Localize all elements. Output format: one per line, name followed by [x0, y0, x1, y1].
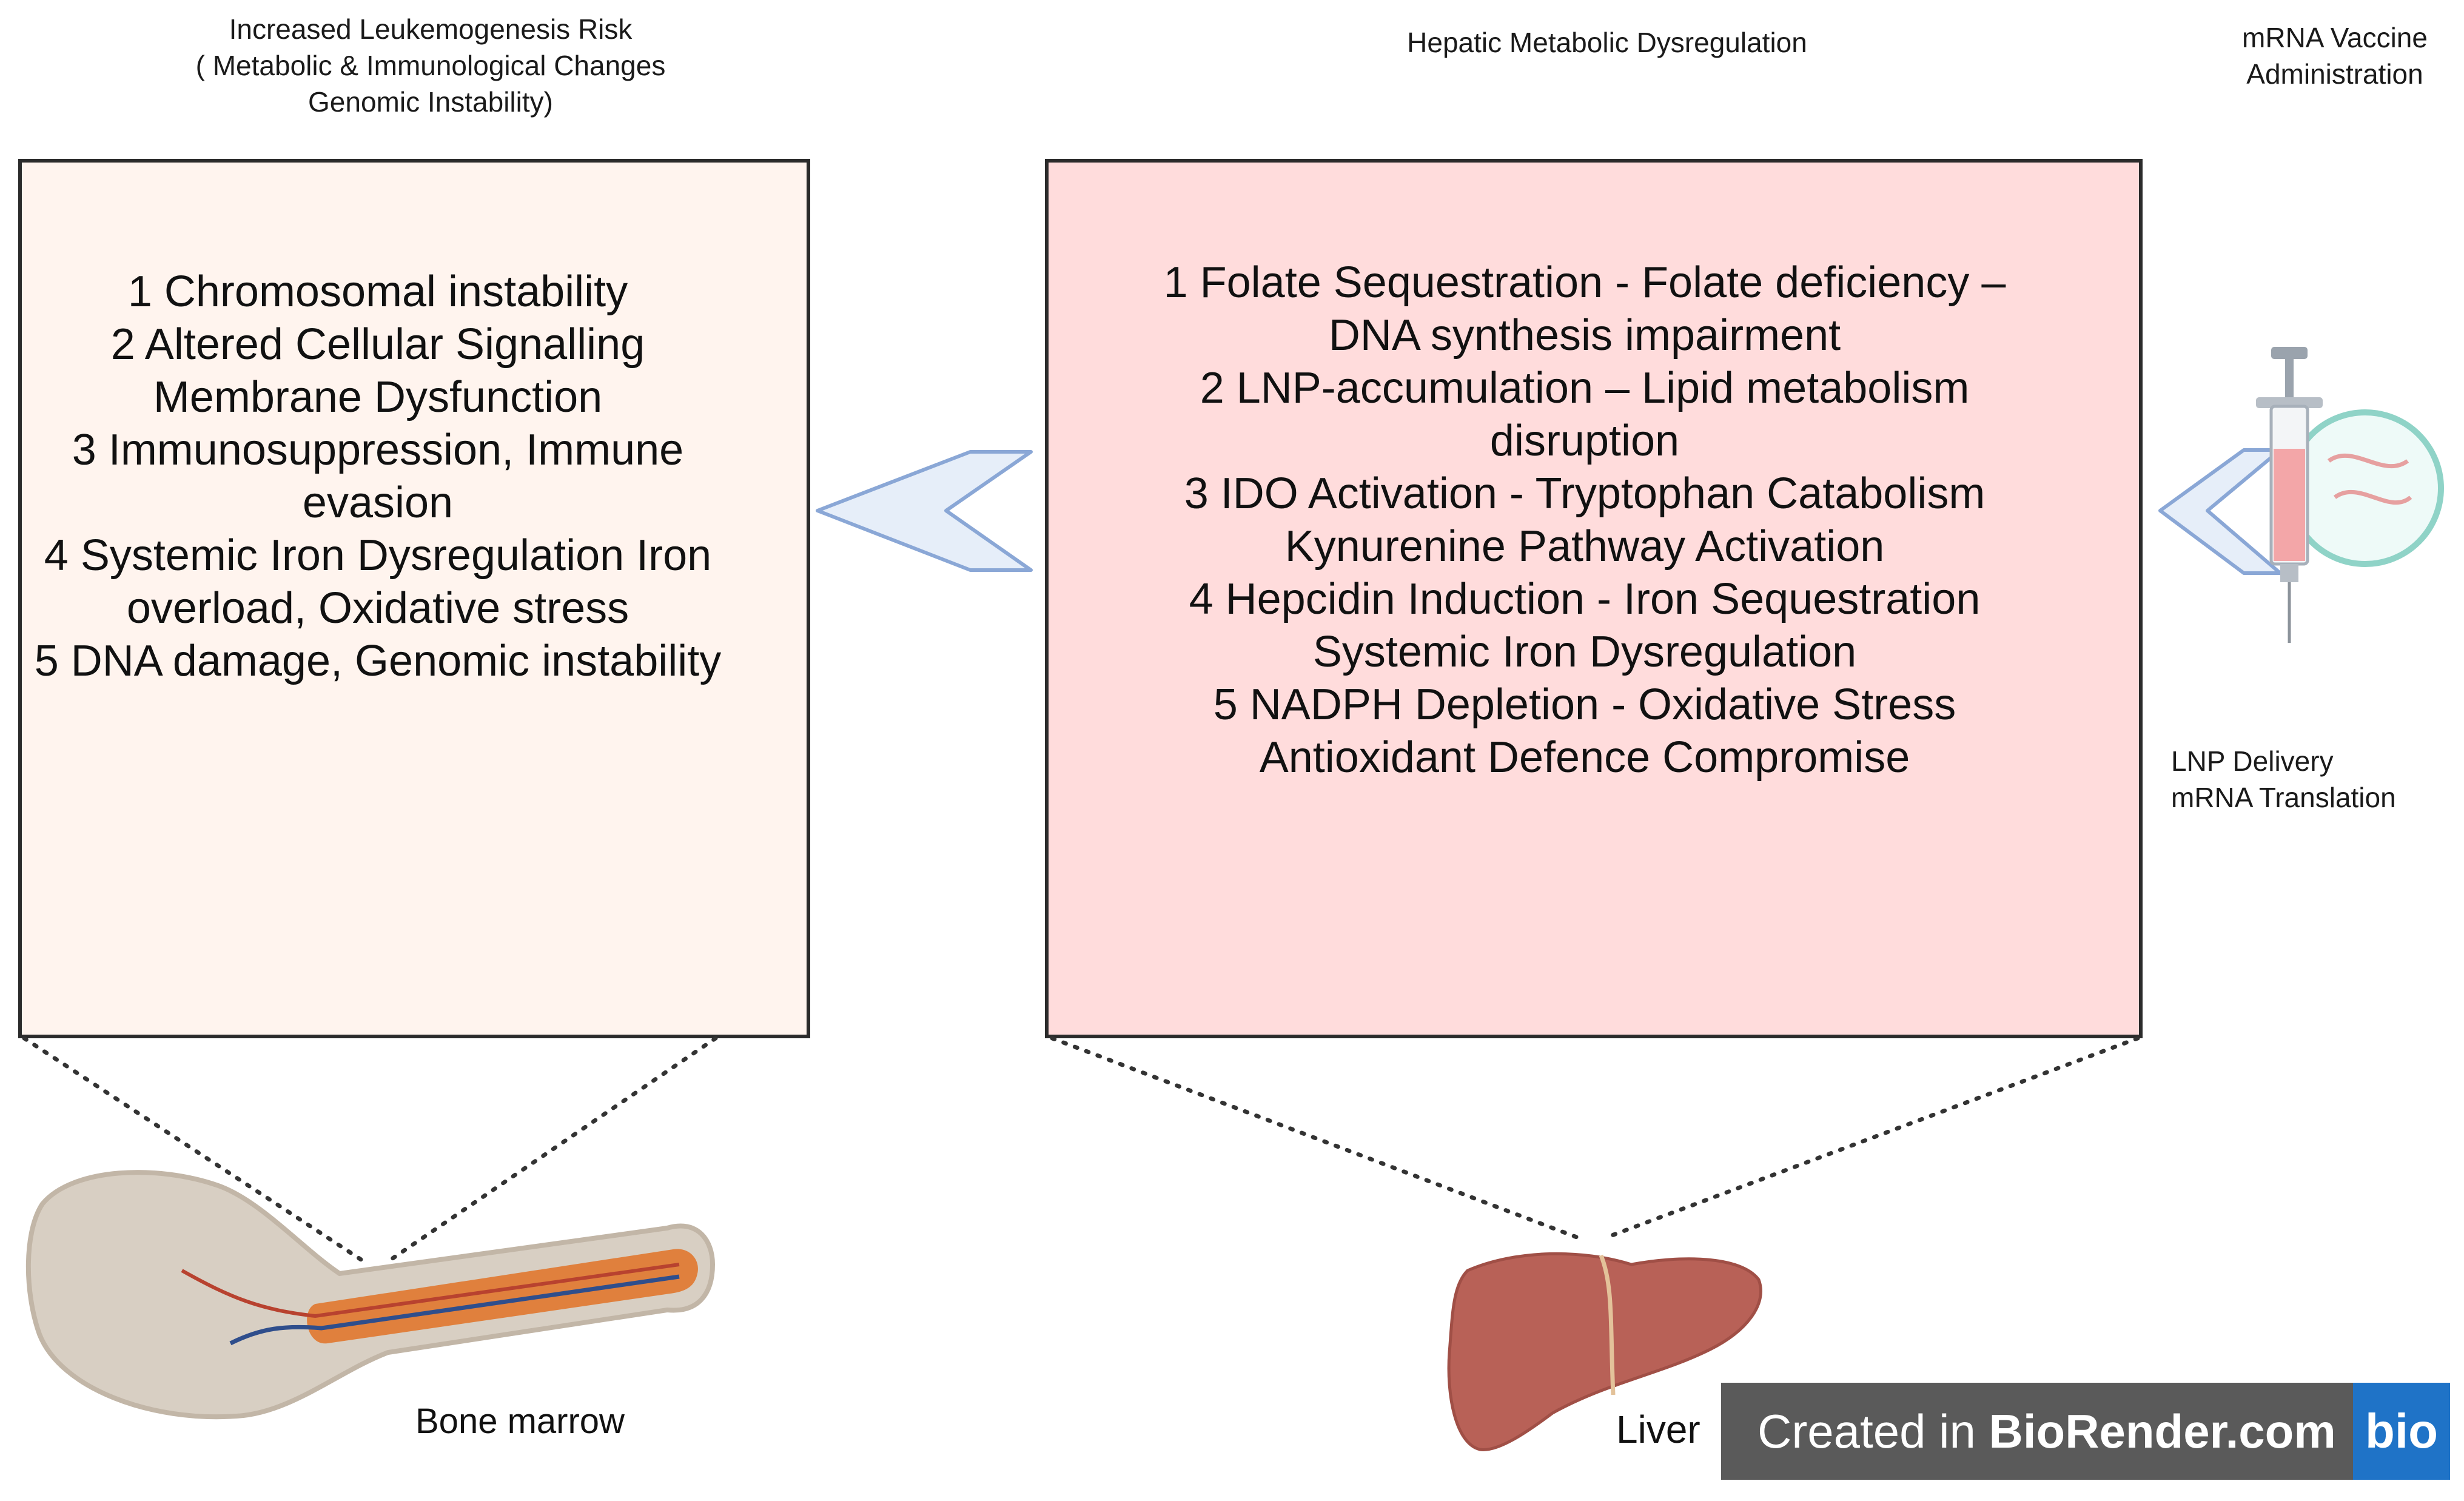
syringe-hub — [2280, 564, 2298, 582]
blood-vessel-blue — [229, 1274, 680, 1346]
zoom-line-mid-a — [1050, 1036, 1579, 1240]
mid-line-3: 2 LNP-accumulation – Lipid metabolism — [1200, 364, 1970, 412]
mid-line-4: disruption — [1489, 417, 1680, 465]
left-line-1: 1 Chromosomal instability — [127, 267, 628, 316]
mid-line-9: 5 NADPH Depletion - Oxidative Stress — [1213, 680, 1956, 729]
hepatic-box: 1 Folate Sequestration - Folate deficien… — [1045, 159, 2143, 1038]
hepatic-list: 1 Folate Sequestration - Folate deficien… — [1049, 257, 2139, 784]
liver-illustration — [1447, 1252, 1762, 1451]
mid-line-1: 1 Folate Sequestration - Folate deficien… — [1163, 258, 2006, 307]
left-line-5: evasion — [302, 479, 454, 527]
mrna-strand — [2327, 453, 2409, 469]
leukemogenesis-list: 1 Chromosomal instability 2 Altered Cell… — [22, 266, 807, 688]
chevron-arrow-left — [816, 450, 1033, 572]
leukemogenesis-box: 1 Chromosomal instability 2 Altered Cell… — [18, 159, 810, 1038]
bone-marrow-illustration — [25, 1170, 716, 1420]
syringe-plunger-cap — [2271, 347, 2308, 359]
mrna-strand-2 — [2333, 489, 2412, 505]
left-header: Increased Leukemogenesis Risk ( Metaboli… — [195, 13, 666, 118]
biorender-badge: Created in BioRender.com bio — [1721, 1383, 2450, 1480]
left-line-7: overload, Oxidative stress — [126, 584, 629, 633]
syringe-icon — [2256, 347, 2444, 643]
left-line-6: 4 Systemic Iron Dysregulation Iron — [44, 531, 712, 580]
syringe-liquid — [2274, 449, 2305, 561]
mid-line-5: 3 IDO Activation - Tryptophan Catabolism — [1184, 469, 1986, 518]
marrow-cavity — [307, 1249, 698, 1344]
left-line-3: Membrane Dysfunction — [153, 373, 603, 421]
delivery-caption: LNP Delivery mRNA Translation — [2171, 745, 2396, 813]
left-line-8: 5 DNA damage, Genomic instability — [34, 637, 722, 685]
right-header: mRNA Vaccine Administration — [2242, 22, 2428, 90]
zoom-lines — [22, 1036, 2140, 1264]
syringe-plunger — [2285, 358, 2294, 400]
biorender-logo: bio — [2353, 1383, 2450, 1480]
badge-text: Created in BioRender.com — [1757, 1405, 2336, 1458]
mid-line-2: DNA synthesis impairment — [1328, 311, 1841, 360]
mid-line-7: 4 Hepcidin Induction - Iron Sequestratio… — [1189, 575, 1981, 623]
liver-label: Liver — [1616, 1408, 1700, 1451]
liver-shape — [1447, 1252, 1762, 1451]
zoom-line-left-b — [386, 1036, 718, 1264]
mid-line-6: Kynurenine Pathway Activation — [1284, 522, 1885, 571]
left-line-2: 2 Altered Cellular Signalling — [110, 320, 645, 369]
chevron-arrow-right — [2158, 448, 2282, 575]
falciform-ligament — [1599, 1254, 1616, 1395]
zoom-line-left-a — [22, 1036, 366, 1264]
zoom-line-mid-b — [1605, 1036, 2140, 1240]
mrna-circle — [2286, 409, 2444, 567]
mid-line-10: Antioxidant Defence Compromise — [1259, 733, 1910, 782]
bone-shape — [25, 1170, 716, 1420]
blood-vessel-red — [181, 1263, 680, 1318]
middle-header: Hepatic Metabolic Dysregulation — [1407, 27, 1807, 58]
bone-marrow-label: Bone marrow — [415, 1402, 625, 1441]
mid-line-8: Systemic Iron Dysregulation — [1312, 628, 1857, 676]
left-line-4: 3 Immunosuppression, Immune — [72, 426, 684, 474]
